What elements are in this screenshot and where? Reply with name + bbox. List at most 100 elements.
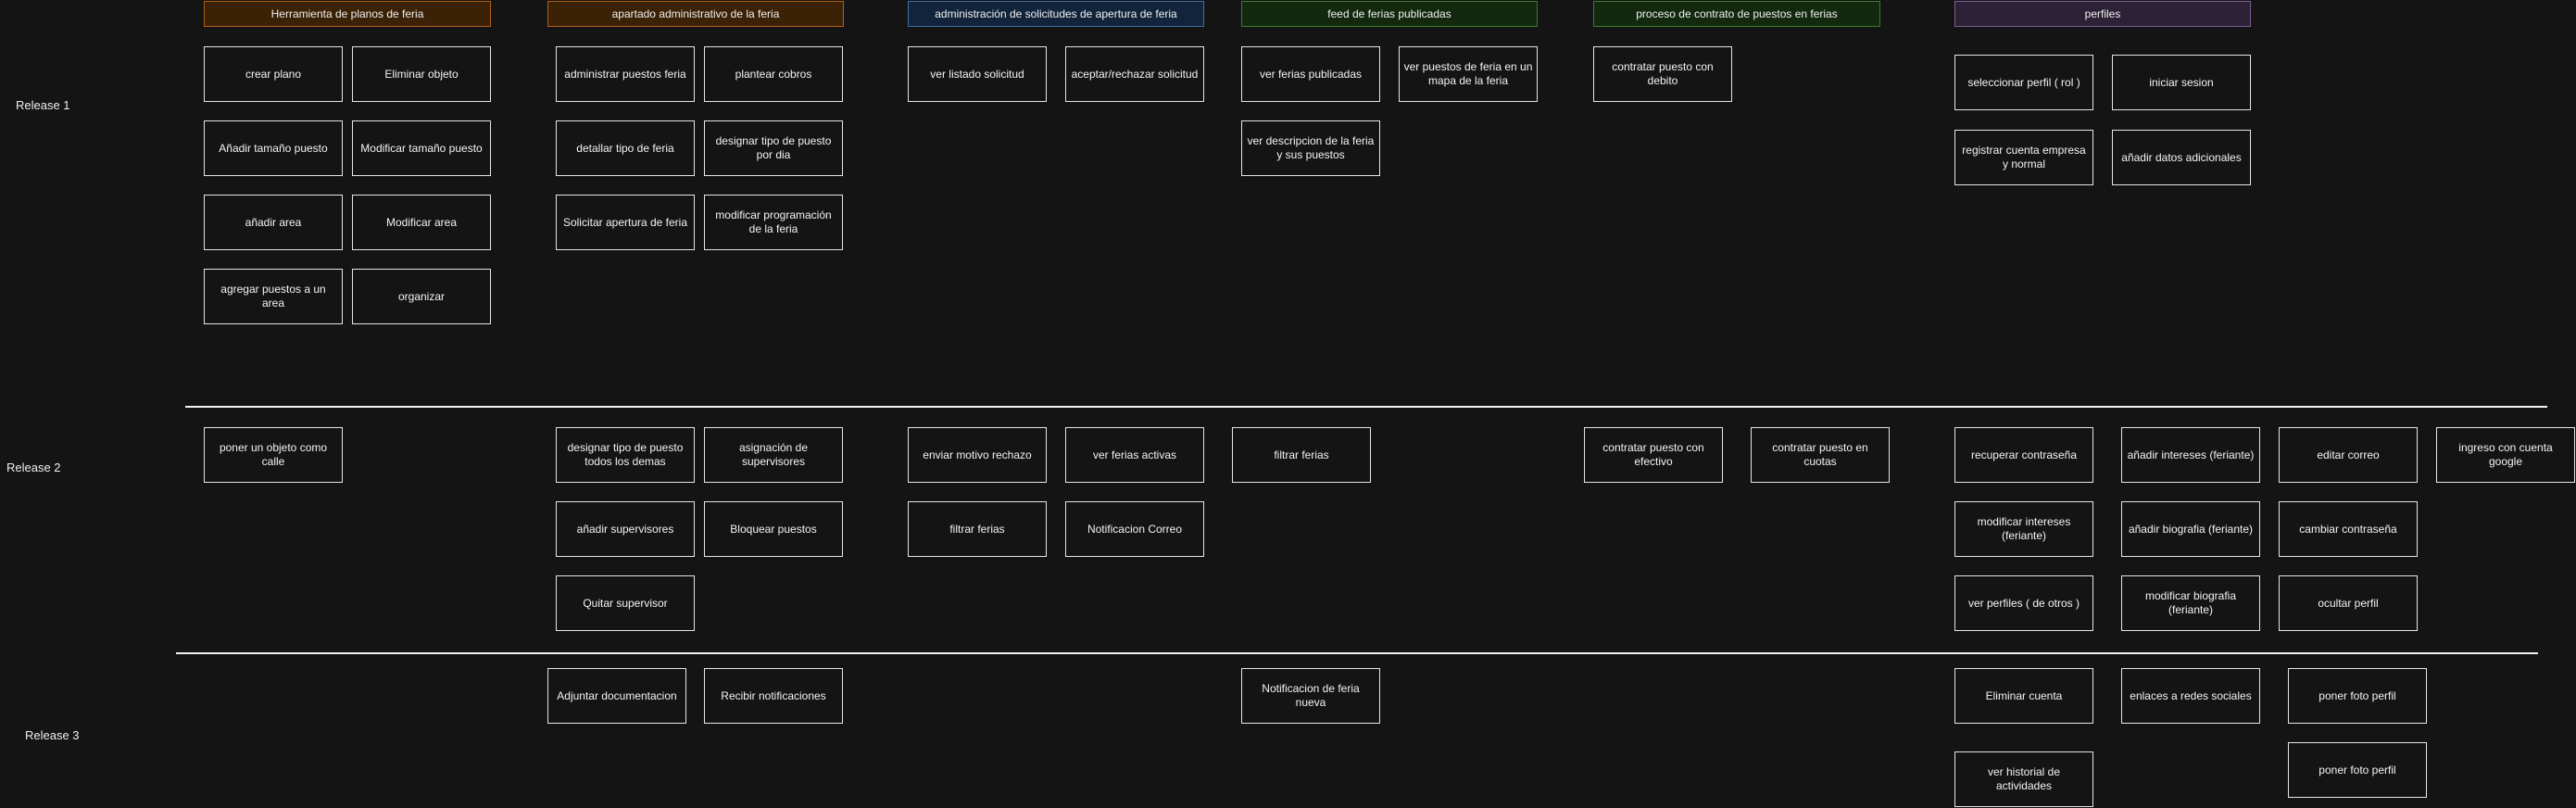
story-card-label: Bloquear puestos xyxy=(730,522,817,536)
release-divider xyxy=(185,406,2547,408)
story-card-anadir-tamano-puesto[interactable]: Añadir tamaño puesto xyxy=(204,120,343,176)
story-card-label: modificar intereses (feriante) xyxy=(1977,515,2071,542)
story-card-iniciar-sesion[interactable]: iniciar sesion xyxy=(2112,55,2251,110)
epic-header-contrato[interactable]: proceso de contrato de puestos en ferias xyxy=(1593,1,1880,27)
story-card-eliminar-cuenta[interactable]: Eliminar cuenta xyxy=(1954,668,2093,724)
story-card-label: registrar cuenta empresa y normal xyxy=(1962,144,2086,170)
story-card-modificar-area[interactable]: Modificar area xyxy=(352,195,491,250)
story-card-poner-foto-perfil[interactable]: poner foto perfil xyxy=(2288,668,2427,724)
epic-header-perfiles[interactable]: perfiles xyxy=(1954,1,2251,27)
story-card-anadir-intereses-feriante[interactable]: añadir intereses (feriante) xyxy=(2121,427,2260,483)
story-card-contratar-puesto-en-cuotas[interactable]: contratar puesto en cuotas xyxy=(1751,427,1890,483)
story-card-editar-correo[interactable]: editar correo xyxy=(2279,427,2418,483)
story-card-enviar-motivo-rechazo[interactable]: enviar motivo rechazo xyxy=(908,427,1047,483)
story-card-label: ver ferias activas xyxy=(1092,448,1177,461)
story-card-label: plantear cobros xyxy=(735,67,812,81)
story-card-anadir-datos-adicionales[interactable]: añadir datos adicionales xyxy=(2112,130,2251,185)
story-card-label: Adjuntar documentacion xyxy=(557,688,677,702)
story-card-bloquear-puestos[interactable]: Bloquear puestos xyxy=(704,501,843,557)
story-card-organizar[interactable]: organizar xyxy=(352,269,491,324)
story-card-administrar-puestos-feria[interactable]: administrar puestos feria xyxy=(556,46,695,102)
story-card-cambiar-contrasena[interactable]: cambiar contraseña xyxy=(2279,501,2418,557)
story-card-modificar-biografia-feriante[interactable]: modificar biografia (feriante) xyxy=(2121,575,2260,631)
story-card-label: añadir area xyxy=(245,215,302,229)
story-card-label: contratar puesto con debito xyxy=(1612,60,1714,87)
story-card-label: seleccionar perfil ( rol ) xyxy=(1967,75,2080,89)
story-card-ocultar-perfil[interactable]: ocultar perfil xyxy=(2279,575,2418,631)
story-card-label: recuperar contraseña xyxy=(1970,448,2078,461)
epic-header-admin[interactable]: apartado administrativo de la feria xyxy=(547,1,844,27)
release-label-r3: Release 3 xyxy=(25,728,80,742)
story-card-quitar-supervisor[interactable]: Quitar supervisor xyxy=(556,575,695,631)
story-card-label: ocultar perfil xyxy=(2318,596,2379,610)
story-card-modificar-programacion-de-la-feria[interactable]: modificar programación de la feria xyxy=(704,195,843,250)
release-label-r2: Release 2 xyxy=(6,461,61,474)
story-card-label: poner un objeto como calle xyxy=(219,441,328,468)
story-card-ver-puestos-de-feria-en-un-mapa-de-la-feria[interactable]: ver puestos de feria en un mapa de la fe… xyxy=(1399,46,1538,102)
story-card-recibir-notificaciones[interactable]: Recibir notificaciones xyxy=(704,668,843,724)
story-card-ver-descripcion-de-la-feria-y-sus-puestos[interactable]: ver descripcion de la feria y sus puesto… xyxy=(1241,120,1380,176)
release-divider xyxy=(176,652,2538,654)
story-card-solicitar-apertura-de-feria[interactable]: Solicitar apertura de feria xyxy=(556,195,695,250)
story-card-notificacion-correo[interactable]: Notificacion Correo xyxy=(1065,501,1204,557)
story-card-label: administrar puestos feria xyxy=(564,67,686,81)
story-card-label: enviar motivo rechazo xyxy=(923,448,1032,461)
story-card-label: añadir datos adicionales xyxy=(2121,150,2242,164)
story-card-label: ver puestos de feria en un mapa de la fe… xyxy=(1403,60,1533,87)
story-card-ver-ferias-publicadas[interactable]: ver ferias publicadas xyxy=(1241,46,1380,102)
story-card-label: agregar puestos a un area xyxy=(220,283,326,309)
story-card-anadir-supervisores[interactable]: añadir supervisores xyxy=(556,501,695,557)
story-card-designar-tipo-de-puesto-por-dia[interactable]: designar tipo de puesto por dia xyxy=(704,120,843,176)
story-card-label: Añadir tamaño puesto xyxy=(219,141,328,155)
story-card-anadir-biografia-feriante[interactable]: añadir biografia (feriante) xyxy=(2121,501,2260,557)
story-card-label: Eliminar objeto xyxy=(384,67,459,81)
story-card-designar-tipo-de-puesto-todos-los-demas[interactable]: designar tipo de puesto todos los demas xyxy=(556,427,695,483)
story-card-label: iniciar sesion xyxy=(2149,75,2214,89)
story-card-crear-plano[interactable]: crear plano xyxy=(204,46,343,102)
story-card-modificar-intereses-feriante[interactable]: modificar intereses (feriante) xyxy=(1954,501,2093,557)
story-card-label: designar tipo de puesto todos los demas xyxy=(567,441,684,468)
story-card-poner-foto-perfil[interactable]: poner foto perfil xyxy=(2288,742,2427,798)
story-card-label: filtrar ferias xyxy=(949,522,1005,536)
epic-header-solicitudes[interactable]: administración de solicitudes de apertur… xyxy=(908,1,1204,27)
story-card-modificar-tamano-puesto[interactable]: Modificar tamaño puesto xyxy=(352,120,491,176)
story-card-label: Recibir notificaciones xyxy=(721,688,826,702)
story-card-label: añadir biografia (feriante) xyxy=(2128,522,2254,536)
story-card-label: filtrar ferias xyxy=(1274,448,1329,461)
story-card-recuperar-contrasena[interactable]: recuperar contraseña xyxy=(1954,427,2093,483)
story-card-filtrar-ferias[interactable]: filtrar ferias xyxy=(1232,427,1371,483)
story-card-adjuntar-documentacion[interactable]: Adjuntar documentacion xyxy=(547,668,686,724)
story-card-registrar-cuenta-empresa-y-normal[interactable]: registrar cuenta empresa y normal xyxy=(1954,130,2093,185)
story-card-ver-historial-de-actividades[interactable]: ver historial de actividades xyxy=(1954,751,2093,807)
story-card-ingreso-con-cuenta-google[interactable]: ingreso con cuenta google xyxy=(2436,427,2575,483)
story-card-eliminar-objeto[interactable]: Eliminar objeto xyxy=(352,46,491,102)
story-card-label: añadir supervisores xyxy=(576,522,674,536)
epic-header-planos[interactable]: Herramienta de planos de feria xyxy=(204,1,491,27)
story-card-ver-perfiles-de-otros[interactable]: ver perfiles ( de otros ) xyxy=(1954,575,2093,631)
story-card-asignacion-de-supervisores[interactable]: asignación de supervisores xyxy=(704,427,843,483)
story-card-label: contratar puesto en cuotas xyxy=(1772,441,1868,468)
story-card-label: poner foto perfil xyxy=(2318,688,2396,702)
story-card-label: detallar tipo de feria xyxy=(576,141,674,155)
story-card-notificacion-de-feria-nueva[interactable]: Notificacion de feria nueva xyxy=(1241,668,1380,724)
story-card-seleccionar-perfil-rol[interactable]: seleccionar perfil ( rol ) xyxy=(1954,55,2093,110)
story-card-ver-listado-solicitud[interactable]: ver listado solicitud xyxy=(908,46,1047,102)
story-card-ver-ferias-activas[interactable]: ver ferias activas xyxy=(1065,427,1204,483)
story-card-aceptar-rechazar-solicitud[interactable]: aceptar/rechazar solicitud xyxy=(1065,46,1204,102)
story-card-anadir-area[interactable]: añadir area xyxy=(204,195,343,250)
story-card-filtrar-ferias[interactable]: filtrar ferias xyxy=(908,501,1047,557)
story-card-contratar-puesto-con-debito[interactable]: contratar puesto con debito xyxy=(1593,46,1732,102)
epic-header-feed[interactable]: feed de ferias publicadas xyxy=(1241,1,1538,27)
story-card-plantear-cobros[interactable]: plantear cobros xyxy=(704,46,843,102)
story-card-poner-un-objeto-como-calle[interactable]: poner un objeto como calle xyxy=(204,427,343,483)
story-card-label: añadir intereses (feriante) xyxy=(2127,448,2255,461)
story-card-label: Notificacion de feria nueva xyxy=(1262,682,1360,709)
story-card-detallar-tipo-de-feria[interactable]: detallar tipo de feria xyxy=(556,120,695,176)
story-card-label: ver descripcion de la feria y sus puesto… xyxy=(1247,134,1375,161)
release-label-r1: Release 1 xyxy=(16,98,70,112)
story-card-contratar-puesto-con-efectivo[interactable]: contratar puesto con efectivo xyxy=(1584,427,1723,483)
story-card-agregar-puestos-a-un-area[interactable]: agregar puestos a un area xyxy=(204,269,343,324)
story-card-label: aceptar/rechazar solicitud xyxy=(1071,67,1199,81)
story-card-enlaces-a-redes-sociales[interactable]: enlaces a redes sociales xyxy=(2121,668,2260,724)
story-card-label: Modificar tamaño puesto xyxy=(360,141,483,155)
